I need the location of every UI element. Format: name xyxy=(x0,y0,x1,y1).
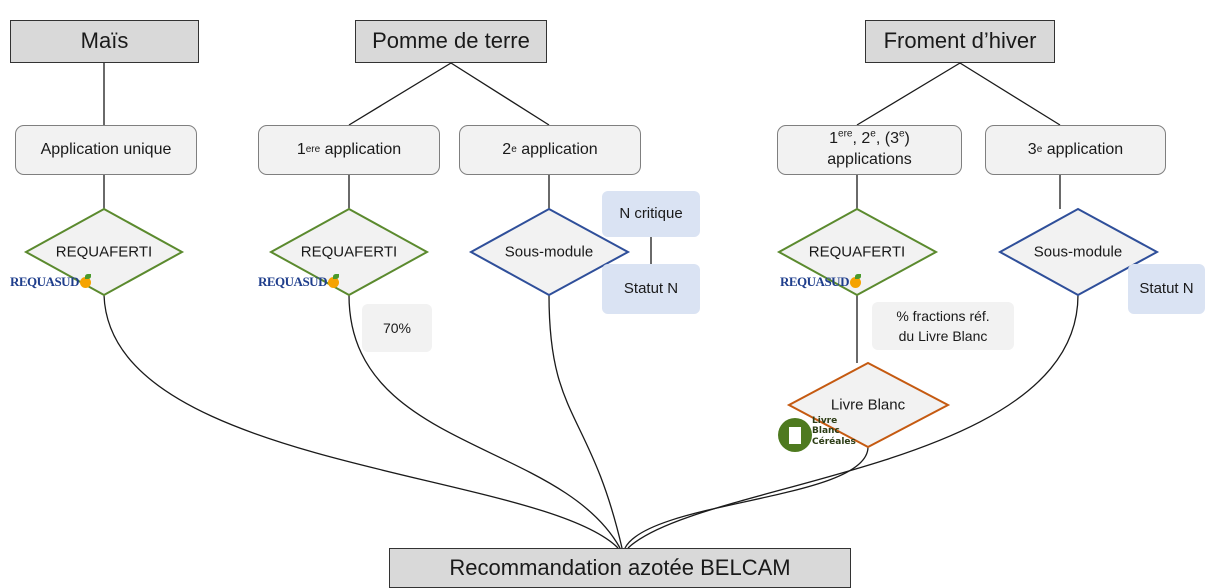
fractions-note: % fractions réf. du Livre Blanc xyxy=(872,302,1014,350)
sun-icon xyxy=(327,273,339,288)
curve-mais-result xyxy=(103,294,619,549)
sous-module-label-pomme: Sous-module xyxy=(504,243,594,261)
requasud-wordmark: REQUASUD xyxy=(780,274,849,289)
statut-n-box-froment: Statut N xyxy=(1128,264,1205,314)
sous-module-diamond-pomme xyxy=(468,207,631,297)
statut-n-box-pomme: Statut N xyxy=(602,264,700,314)
requasud-wordmark: REQUASUD xyxy=(258,274,327,289)
ordinal-number: 1 xyxy=(296,140,306,158)
livre-blanc-diamond xyxy=(786,361,951,449)
logo-text-line-2: Blanc xyxy=(812,426,840,437)
requasud-logo-froment: REQUASUD xyxy=(780,273,861,290)
requaferti-diamond-froment xyxy=(776,207,939,297)
ordinal-1: 1 xyxy=(829,130,839,148)
requaferti-label-pomme: REQUAFERTI xyxy=(300,243,398,261)
seventy-percent-note: 70% xyxy=(362,304,432,352)
ordinal-suffix-2: e xyxy=(870,128,876,140)
multi-application-line1: 1ere, 2e, (3e) xyxy=(829,129,910,150)
livre-blanc-cereales-logo: Livre Blanc Céréales xyxy=(778,416,856,456)
closing-paren: ) xyxy=(904,130,910,148)
logo-text-line-3: Céréales xyxy=(812,436,856,447)
ordinal-number: 3 xyxy=(1027,140,1037,158)
application-label: application xyxy=(1042,140,1124,158)
froment-multi-application-box: 1ere, 2e, (3e) applications xyxy=(777,125,962,175)
livre-blanc-logo-text: Livre Blanc Céréales xyxy=(812,416,856,447)
ordinal-3: , (3 xyxy=(875,130,899,148)
curve-froment3-result xyxy=(627,294,1079,549)
sun-icon xyxy=(849,273,861,288)
book-icon xyxy=(778,418,812,452)
ordinal-suffix-1: ere xyxy=(838,128,853,140)
logo-text-line-1: Livre xyxy=(812,416,838,426)
requasud-wordmark: REQUASUD xyxy=(10,274,79,289)
ordinal-number: 2 xyxy=(502,140,512,158)
fractions-line1: % fractions réf. xyxy=(896,307,990,324)
requaferti-label-mais: REQUAFERTI xyxy=(55,243,153,261)
curve-pomme1-result xyxy=(348,294,621,549)
requaferti-diamond-mais xyxy=(23,207,185,297)
application-label: application xyxy=(516,140,598,158)
requaferti-label-froment: REQUAFERTI xyxy=(808,243,906,261)
ordinal-2: , 2 xyxy=(852,130,871,148)
belcam-recommendation-box: Recommandation azotée BELCAM xyxy=(389,548,851,588)
requasud-logo-mais: REQUASUD xyxy=(10,273,91,290)
curve-pomme2-result xyxy=(548,294,623,549)
crop-mais: Maïs xyxy=(10,20,199,63)
requasud-logo-pomme: REQUASUD xyxy=(258,273,339,290)
sous-module-label-froment: Sous-module xyxy=(1033,243,1123,261)
connector-pomme-app2 xyxy=(450,62,550,126)
ordinal-suffix-3: e xyxy=(898,128,905,140)
connector-froment-app3 xyxy=(959,62,1061,126)
sun-icon xyxy=(79,273,91,288)
crop-pomme-de-terre: Pomme de terre xyxy=(355,20,547,63)
curve-livreblanc-result xyxy=(624,446,869,549)
n-critique-box: N critique xyxy=(602,191,700,237)
connector-pomme-app1 xyxy=(348,62,452,126)
connector-froment-app1 xyxy=(856,62,961,126)
multi-application-line2: applications xyxy=(827,151,912,168)
crop-froment-hiver: Froment d’hiver xyxy=(865,20,1055,63)
requaferti-diamond-pomme xyxy=(268,207,430,297)
application-label: application xyxy=(320,140,402,158)
livre-blanc-label: Livre Blanc xyxy=(830,396,906,414)
application-unique-box: Application unique xyxy=(15,125,197,175)
fractions-line2: du Livre Blanc xyxy=(898,328,988,344)
sous-module-diamond-froment xyxy=(997,207,1160,297)
